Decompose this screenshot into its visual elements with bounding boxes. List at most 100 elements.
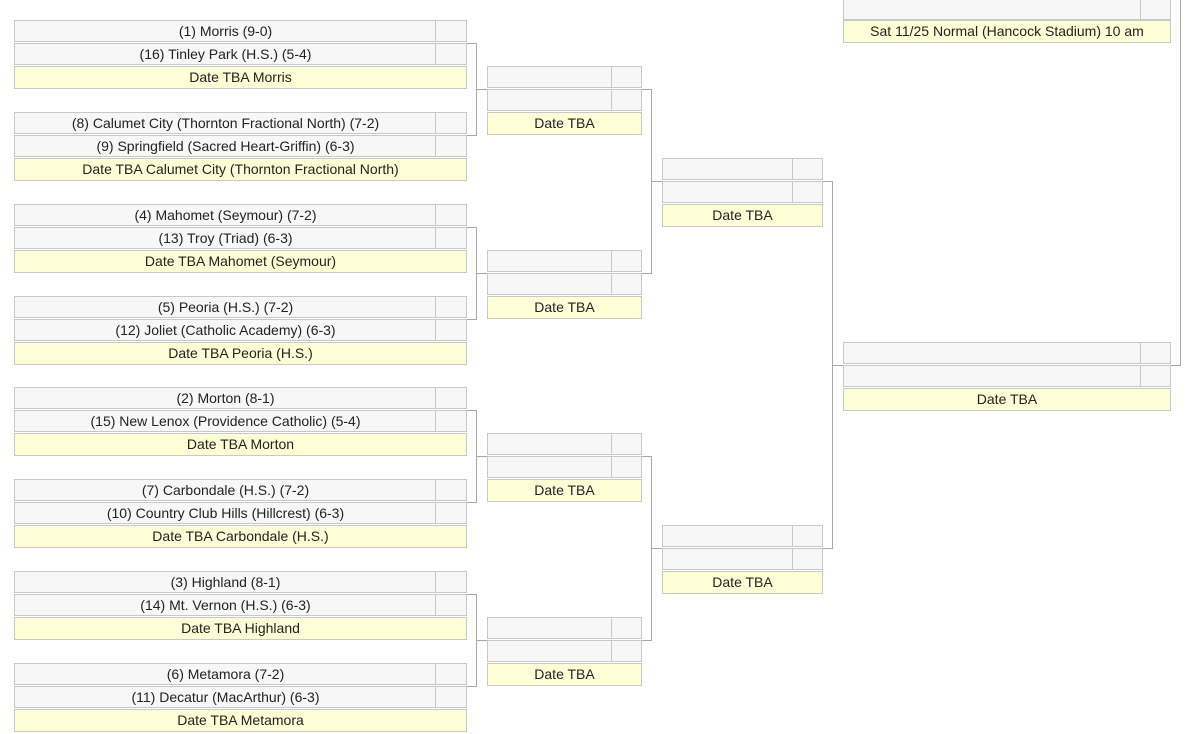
game-date: Date TBA Calumet City (Thornton Fraction… [14, 158, 467, 181]
bracket-connector-line [651, 548, 662, 549]
team-row [843, 342, 1171, 364]
score-cell [435, 296, 467, 318]
team-name [663, 549, 793, 569]
score-cell [435, 571, 467, 593]
score-cell [611, 640, 642, 662]
team-row [487, 433, 642, 455]
game-date: Date TBA [662, 571, 823, 594]
team-row: (7) Carbondale (H.S.) (7-2) [14, 479, 467, 501]
game-date: Date TBA Mahomet (Seymour) [14, 250, 467, 273]
score-cell [1140, 0, 1171, 20]
team-name [663, 159, 793, 179]
team-name: (14) Mt. Vernon (H.S.) (6-3) [140, 597, 311, 613]
team-name: (4) Mahomet (Seymour) (7-2) [134, 207, 317, 223]
score-cell [435, 663, 467, 685]
score-cell [435, 135, 467, 157]
bracket-connector-line [467, 594, 477, 595]
round2-match-1: Date TBA [487, 66, 642, 136]
team-name: (10) Country Club Hills (Hillcrest) (6-3… [106, 505, 345, 521]
bracket-connector-line [642, 456, 652, 457]
round1-match-7: (3) Highland (8-1) (14) Mt. Vernon (H.S.… [14, 571, 467, 641]
score-cell [435, 594, 467, 616]
team-name: (7) Carbondale (H.S.) (7-2) [141, 482, 310, 498]
game-date: Date TBA [662, 204, 823, 227]
game-date: Date TBA Peoria (H.S.) [14, 342, 467, 365]
team-row: (16) Tinley Park (H.S.) (5-4) [14, 43, 467, 65]
team-row: (10) Country Club Hills (Hillcrest) (6-3… [14, 502, 467, 524]
score-cell [611, 617, 642, 639]
round2-match-4: Date TBA [487, 617, 642, 687]
team-row: (15) New Lenox (Providence Catholic) (5-… [14, 410, 467, 432]
team-row [843, 365, 1171, 387]
team-row [662, 181, 823, 203]
team-row [662, 158, 823, 180]
round1-match-4: (5) Peoria (H.S.) (7-2) (12) Joliet (Cat… [14, 296, 467, 366]
bracket-connector-line [476, 640, 487, 641]
team-row: (14) Mt. Vernon (H.S.) (6-3) [14, 594, 467, 616]
team-name [488, 90, 612, 110]
score-cell [435, 20, 467, 42]
team-row [487, 617, 642, 639]
team-row [662, 548, 823, 570]
team-row: (2) Morton (8-1) [14, 387, 467, 409]
round2-match-3: Date TBA [487, 433, 642, 503]
team-name [844, 343, 1141, 363]
championship-match: Sat 11/25 Normal (Hancock Stadium) 10 am [843, 0, 1171, 44]
team-name: (9) Springfield (Sacred Heart-Griffin) (… [96, 138, 355, 154]
bracket-connector-line [467, 502, 477, 503]
bracket-connector-line [467, 686, 477, 687]
bracket-connector-line [467, 227, 477, 228]
score-cell [435, 204, 467, 226]
bracket-connector-line [642, 273, 652, 274]
score-cell [435, 112, 467, 134]
team-row [487, 456, 642, 478]
team-row: (4) Mahomet (Seymour) (7-2) [14, 204, 467, 226]
team-row [487, 250, 642, 272]
bracket-connector-line [476, 89, 487, 90]
team-row: (12) Joliet (Catholic Academy) (6-3) [14, 319, 467, 341]
team-row [487, 273, 642, 295]
team-row: (8) Calumet City (Thornton Fractional No… [14, 112, 467, 134]
bracket-connector-line [651, 181, 662, 182]
game-date: Date TBA Metamora [14, 709, 467, 732]
score-cell [1140, 365, 1171, 387]
score-cell [792, 181, 823, 203]
championship-date: Sat 11/25 Normal (Hancock Stadium) 10 am [843, 20, 1171, 43]
team-name [488, 457, 612, 477]
quarterfinal-match-2: Date TBA [662, 525, 823, 595]
bracket-connector-line [642, 89, 652, 90]
game-date: Date TBA [843, 388, 1171, 411]
score-cell [611, 66, 642, 88]
score-cell [611, 250, 642, 272]
round1-match-6: (7) Carbondale (H.S.) (7-2) (10) Country… [14, 479, 467, 549]
bracket-connector-line [1171, 365, 1181, 366]
game-date: Date TBA Highland [14, 617, 467, 640]
score-cell [435, 502, 467, 524]
score-cell [611, 89, 642, 111]
team-name: (13) Troy (Triad) (6-3) [158, 230, 293, 246]
team-row: (9) Springfield (Sacred Heart-Griffin) (… [14, 135, 467, 157]
team-row: (1) Morris (9-0) [14, 20, 467, 42]
bracket-connector-line [467, 43, 477, 44]
team-name: (5) Peoria (H.S.) (7-2) [157, 299, 294, 315]
team-row [487, 66, 642, 88]
team-row: (6) Metamora (7-2) [14, 663, 467, 685]
bracket-connector-line [467, 319, 477, 320]
score-cell [792, 525, 823, 547]
round2-match-2: Date TBA [487, 250, 642, 320]
round1-match-3: (4) Mahomet (Seymour) (7-2) (13) Troy (T… [14, 204, 467, 274]
bracket-connector-line [823, 548, 833, 549]
score-cell [611, 273, 642, 295]
team-name [663, 182, 793, 202]
team-name [488, 434, 612, 454]
team-row [843, 0, 1171, 20]
team-name [488, 641, 612, 661]
semifinal-match: Date TBA [843, 342, 1171, 412]
team-name [663, 526, 793, 546]
bracket-connector-line [832, 365, 843, 366]
bracket-connector-line [476, 456, 487, 457]
score-cell [435, 479, 467, 501]
team-row [487, 89, 642, 111]
quarterfinal-match-1: Date TBA [662, 158, 823, 228]
team-name [488, 618, 612, 638]
